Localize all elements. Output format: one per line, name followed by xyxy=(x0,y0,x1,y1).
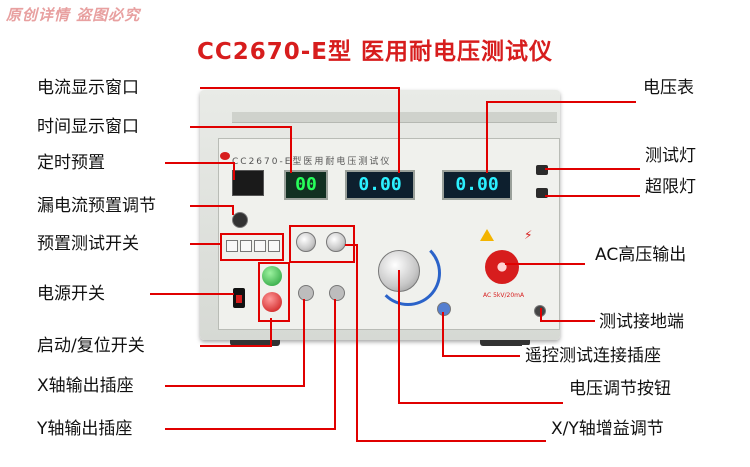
line-gain-h xyxy=(345,244,357,246)
preset-switch-2[interactable] xyxy=(240,240,252,252)
brand-logo-icon xyxy=(220,152,230,160)
lightning-icon: ⚡ xyxy=(524,228,533,242)
preset-switch-3[interactable] xyxy=(254,240,266,252)
start-button[interactable] xyxy=(262,266,282,286)
line-y-v xyxy=(334,299,336,430)
start-reset-group xyxy=(258,262,290,322)
line-ground-v xyxy=(540,308,542,322)
voltage-knob-arc xyxy=(375,240,441,306)
ac-output-socket[interactable] xyxy=(485,250,519,284)
line-ground xyxy=(540,320,595,322)
label-ground: 测试接地端 xyxy=(596,311,687,333)
device-model-text: CC2670-E型医用耐电压测试仪 xyxy=(232,157,392,167)
line-vknob xyxy=(398,402,563,404)
line-vknob-v xyxy=(398,270,400,404)
line-overlamp xyxy=(545,195,640,197)
preset-switch-4[interactable] xyxy=(268,240,280,252)
over-limit-lamp xyxy=(536,188,548,198)
y-output-socket[interactable] xyxy=(329,285,345,301)
label-voltage-knob: 电压调节按钮 xyxy=(566,378,674,400)
label-remote: 遥控测试连接插座 xyxy=(522,345,664,367)
voltage-display: 0.00 xyxy=(442,170,512,200)
line-gain xyxy=(356,440,546,442)
preset-switch-1[interactable] xyxy=(226,240,238,252)
leak-preset-knob[interactable] xyxy=(232,212,248,228)
label-start-reset: 启动/复位开关 xyxy=(34,335,148,357)
line-remote-v xyxy=(442,312,444,357)
y-gain-knob[interactable] xyxy=(326,232,346,252)
line-leak xyxy=(190,205,234,207)
line-testlamp xyxy=(545,168,640,170)
label-timer-preset: 定时预置 xyxy=(34,152,108,174)
label-current-display: 电流显示窗口 xyxy=(34,77,142,99)
line-timer xyxy=(165,162,235,164)
line-voltmeter xyxy=(486,101,636,103)
label-time-display: 时间显示窗口 xyxy=(34,116,142,138)
x-gain-knob[interactable] xyxy=(296,232,316,252)
line-ac xyxy=(505,263,585,265)
label-test-lamp: 测试灯 xyxy=(642,145,699,167)
line-current-v xyxy=(398,87,400,173)
watermark: 原创详情 盗图必究 xyxy=(6,6,141,24)
label-over-lamp: 超限灯 xyxy=(642,176,699,198)
preset-switch-group xyxy=(220,233,284,261)
line-time xyxy=(190,126,292,128)
device-foot-right xyxy=(480,340,530,346)
label-power-switch: 电源开关 xyxy=(34,283,108,305)
label-xy-gain: X/Y轴增益调节 xyxy=(548,418,667,440)
page-title: CC2670-E型 医用耐电压测试仪 xyxy=(196,39,554,65)
reset-button[interactable] xyxy=(262,292,282,312)
line-power xyxy=(150,293,234,295)
x-output-socket[interactable] xyxy=(298,285,314,301)
label-ac-output: AC高压输出 xyxy=(592,244,690,266)
line-voltmeter-v xyxy=(486,101,488,173)
line-leak-v xyxy=(232,205,234,215)
label-y-output: Y轴输出插座 xyxy=(34,418,136,440)
label-preset-test-switch: 预置测试开关 xyxy=(34,233,142,255)
time-display: 00 xyxy=(284,170,328,200)
remote-socket[interactable] xyxy=(437,302,451,316)
line-remote xyxy=(442,355,520,357)
label-leak-preset: 漏电流预置调节 xyxy=(34,195,159,217)
line-preset xyxy=(190,243,222,245)
ac-output-spec: AC 5kV/20mA xyxy=(483,292,525,299)
line-x-v xyxy=(303,299,305,387)
line-gain-v xyxy=(356,244,358,442)
device-foot-left xyxy=(230,340,280,346)
line-start-v xyxy=(270,318,272,347)
line-x xyxy=(165,385,305,387)
line-timer-v xyxy=(233,162,235,180)
timer-preset-dial[interactable] xyxy=(232,170,264,196)
warning-triangle-icon xyxy=(480,229,494,241)
device-top-strip xyxy=(232,112,557,123)
current-display: 0.00 xyxy=(345,170,415,200)
line-start xyxy=(200,345,272,347)
line-current xyxy=(200,87,400,89)
test-lamp xyxy=(536,165,548,175)
power-switch-rocker xyxy=(236,295,242,303)
line-y xyxy=(165,428,336,430)
label-x-output: X轴输出插座 xyxy=(34,375,137,397)
line-time-v xyxy=(290,126,292,173)
label-voltmeter: 电压表 xyxy=(640,77,697,99)
